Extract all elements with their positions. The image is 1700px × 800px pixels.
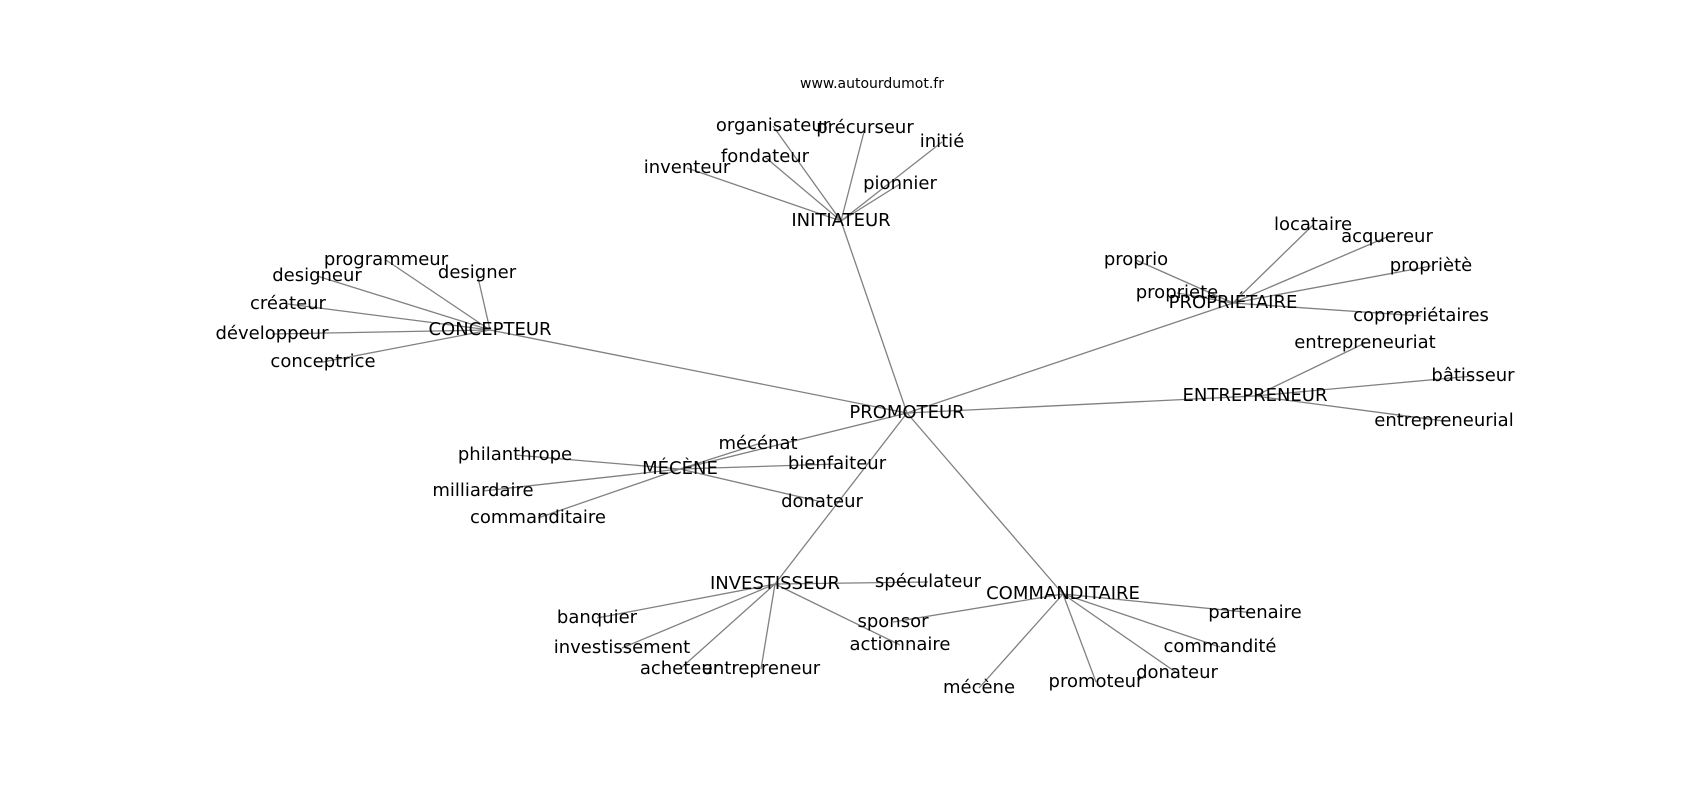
leaf-node-batisseur: bâtisseur — [1431, 365, 1515, 386]
edge-initiateur-initie — [840, 141, 943, 222]
source-caption: www.autourdumot.fr — [800, 76, 944, 92]
edge-initiateur-organisateur — [772, 125, 842, 222]
edge-commanditaire-mecene — [978, 593, 1064, 689]
leaf-node-commandite: commandité — [1164, 636, 1277, 657]
graph-labels: www.autourdumot.fr PROMOTEUR INITIATEUR or… — [216, 76, 1516, 698]
leaf-node-donateur: donateur — [1136, 662, 1218, 683]
leaf-node-entrepreneurial: entrepreneurial — [1374, 410, 1513, 431]
edge-concepteur-programmeur — [385, 259, 491, 331]
edge-proprietaire-locataire — [1232, 224, 1314, 304]
leaf-node-developpeur: développeur — [216, 323, 330, 344]
center-node-label: PROMOTEUR — [849, 402, 964, 423]
leaf-node-inventeur: inventeur — [644, 157, 731, 178]
edge-investisseur-investissement — [621, 583, 776, 649]
edge-initiateur-inventeur — [686, 167, 842, 222]
edge-concepteur-developpeur — [271, 329, 491, 335]
leaf-node-pionnier: pionnier — [863, 173, 937, 194]
edge-proprietaire-propriete — [1232, 265, 1432, 304]
edge-concepteur-designer — [476, 272, 491, 331]
hub-node-initiateur: INITIATEUR — [791, 210, 890, 231]
leaf-node-donateur: donateur — [781, 491, 863, 512]
leaf-node-partenaire: partenaire — [1208, 602, 1302, 623]
leaf-node-sponsor: sponsor — [857, 611, 929, 632]
edge-investisseur-acheteur — [679, 583, 776, 670]
edge-mecene-bienfaiteur — [679, 463, 838, 470]
edge-investisseur-banquier — [596, 583, 776, 619]
edge-mecene-philanthrope — [514, 454, 681, 470]
edge-mecene-milliardaire — [482, 468, 681, 492]
leaf-node-actionnaire: actionnaire — [850, 634, 951, 655]
edge-initiateur-fondateur — [764, 156, 842, 222]
hub-node-investisseur: INVESTISSEUR — [710, 573, 840, 594]
graph-edges — [271, 125, 1474, 689]
hub-node-entrepreneur: ENTREPRENEUR — [1183, 385, 1328, 406]
edge-center-investisseur — [774, 412, 908, 585]
leaf-node-acquereur: acquereur — [1341, 226, 1433, 247]
leaf-node-milliardaire: milliardaire — [432, 480, 533, 501]
edge-mecene-donateur — [679, 468, 823, 503]
hub-node-mecene: MÉCÈNE — [642, 457, 718, 479]
edge-entrepreneur-batisseur — [1254, 375, 1474, 397]
edge-center-entrepreneur — [906, 395, 1256, 414]
leaf-node-coproprietaires: copropriétaires — [1353, 305, 1489, 326]
hub-node-commanditaire: COMMANDITAIRE — [986, 583, 1140, 604]
leaf-node-organisateur: organisateur — [716, 115, 831, 136]
edge-mecene-commanditaire — [537, 468, 681, 519]
leaf-node-commanditaire: commanditaire — [470, 507, 606, 528]
leaf-node-conceptrice: conceptrice — [270, 351, 375, 372]
edge-commanditaire-donateur — [1062, 593, 1178, 674]
leaf-node-designer: designer — [438, 262, 517, 283]
leaf-node-mecene: mécène — [943, 677, 1015, 698]
hub-node-concepteur: CONCEPTEUR — [428, 319, 551, 340]
leaf-node-propriete: propriètè — [1390, 255, 1472, 276]
edge-commanditaire-partenaire — [1062, 593, 1256, 614]
edge-center-commanditaire — [906, 412, 1064, 595]
leaf-node-locataire: locataire — [1274, 214, 1352, 235]
edge-entrepreneur-entrepreneurial — [1254, 395, 1445, 422]
leaf-node-precurseur: précurseur — [816, 117, 914, 138]
edge-proprietaire-proprio — [1135, 259, 1234, 304]
edge-concepteur-conceptrice — [322, 329, 491, 363]
leaf-node-designeur: designeur — [272, 265, 362, 286]
edge-center-concepteur — [489, 329, 908, 414]
edge-concepteur-designeur — [316, 275, 491, 331]
leaf-node-bienfaiteur: bienfaiteur — [788, 453, 887, 474]
leaf-node-proprio: proprio — [1104, 249, 1168, 270]
edge-investisseur-actionnaire — [774, 583, 901, 646]
edge-proprietaire-propriete — [1176, 292, 1234, 304]
edge-concepteur-createur — [287, 303, 491, 331]
leaf-node-speculateur: spéculateur — [875, 571, 982, 592]
leaf-node-propriete: propriete — [1136, 282, 1218, 303]
edge-entrepreneur-entrepreneuriat — [1254, 342, 1366, 397]
edge-center-mecene — [679, 412, 908, 470]
leaf-node-fondateur: fondateur — [721, 146, 810, 167]
leaf-node-philanthrope: philanthrope — [458, 444, 572, 465]
leaf-node-mecenat: mécénat — [718, 433, 797, 454]
edge-commanditaire-sponsor — [892, 593, 1064, 623]
edge-commanditaire-promoteur — [1062, 593, 1097, 683]
edge-initiateur-precurseur — [840, 127, 866, 222]
edge-investisseur-entrepreneur — [760, 583, 776, 670]
edge-initiateur-pionnier — [840, 183, 901, 222]
edge-center-proprietaire — [906, 302, 1234, 414]
edge-mecene-mecenat — [679, 443, 759, 470]
leaf-node-banquier: banquier — [557, 607, 638, 628]
leaf-node-acheteur: acheteur — [640, 658, 721, 679]
leaf-node-initie: initié — [920, 131, 965, 152]
edge-proprietaire-coproprietaires — [1232, 302, 1422, 317]
edge-proprietaire-acquereur — [1232, 236, 1388, 304]
leaf-node-promoteur: promoteur — [1049, 671, 1145, 692]
leaf-node-createur: créateur — [250, 293, 327, 314]
leaf-node-programmeur: programmeur — [324, 249, 449, 270]
leaf-node-investissement: investissement — [554, 637, 690, 658]
edge-center-initiateur — [840, 220, 908, 414]
hub-node-proprietaire: PROPRIÉTAIRE — [1169, 291, 1298, 313]
edge-investisseur-speculateur — [774, 581, 929, 585]
leaf-node-entrepreneur: entrepreneur — [702, 658, 821, 679]
leaf-node-entrepreneuriat: entrepreneuriat — [1294, 332, 1436, 353]
edge-commanditaire-commandite — [1062, 593, 1221, 648]
